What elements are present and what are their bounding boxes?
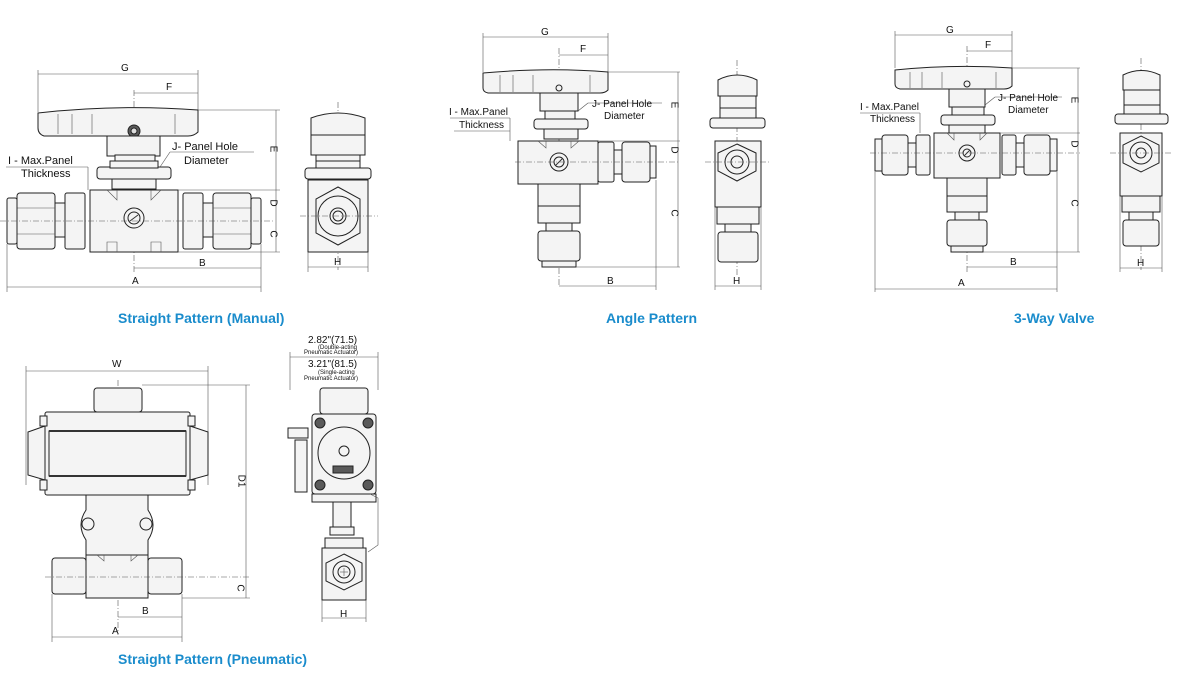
angle-pattern-drawing — [450, 33, 770, 290]
dim-label-e: E — [267, 145, 279, 153]
panel-hole-label: J- Panel Hole — [592, 99, 653, 110]
figure-three-way-valve: G F E D C B A H I - Max.Panel Thickness … — [850, 0, 1200, 340]
panel-thickness-label: I - Max.Panel — [8, 155, 73, 167]
dim-label-h: H — [1137, 258, 1145, 269]
three-way-valve-drawing — [860, 31, 1172, 292]
dim-label-b: B — [1010, 257, 1017, 268]
dim-label-b: B — [142, 606, 149, 617]
dim-label-d: D — [1068, 140, 1080, 148]
dim-label-e: E — [1068, 96, 1080, 104]
caption-angle-pattern: Angle Pattern — [606, 310, 698, 326]
figure-straight-manual: G F E D C B A H I - Max.Panel Thickness … — [0, 0, 400, 340]
double-acting-dimension: 2.82"(71.5) — [308, 335, 358, 346]
dim-label-w: W — [112, 359, 122, 370]
straight-manual-drawing — [0, 70, 378, 292]
dim-label-f: F — [580, 44, 587, 55]
panel-thickness-label: I - Max.Panel — [449, 107, 508, 118]
dim-label-e: E — [668, 101, 680, 109]
dim-label-c: C — [234, 584, 246, 592]
panel-thickness-label-2: Thickness — [21, 168, 71, 180]
dim-label-c: C — [267, 230, 279, 238]
single-acting-dimension: 3.21"(81.5) — [308, 359, 358, 370]
dim-label-b: B — [607, 276, 614, 287]
straight-pneumatic-drawing — [25, 352, 379, 642]
double-acting-note-2: Pneumatic Actuator) — [304, 350, 359, 356]
dim-label-a: A — [958, 278, 965, 289]
panel-thickness-label-2: Thickness — [870, 114, 916, 125]
dim-label-d: D — [267, 199, 279, 207]
figure-straight-pneumatic: W D1 C B A H 2.82"(71.5) (Double-acting … — [0, 330, 420, 678]
panel-thickness-label: I - Max.Panel — [860, 102, 919, 113]
dim-label-g: G — [946, 25, 954, 36]
dim-label-c: C — [668, 209, 680, 217]
caption-three-way-valve: 3-Way Valve — [1014, 310, 1095, 326]
dim-label-f: F — [166, 82, 173, 93]
dim-label-h: H — [334, 257, 342, 268]
dim-label-b: B — [199, 258, 206, 269]
caption-straight-manual: Straight Pattern (Manual) — [118, 310, 285, 326]
panel-hole-label-2: Diameter — [184, 155, 229, 167]
dim-label-a: A — [132, 276, 139, 287]
dim-label-c: C — [1068, 199, 1080, 207]
dim-label-g: G — [121, 63, 129, 74]
panel-hole-label: J- Panel Hole — [998, 93, 1059, 104]
single-acting-note-2: Pneumatic Actuator) — [304, 376, 359, 382]
dim-label-g: G — [541, 27, 549, 38]
dim-label-h: H — [340, 609, 348, 620]
dim-label-f: F — [985, 40, 992, 51]
caption-straight-pneumatic: Straight Pattern (Pneumatic) — [118, 651, 308, 667]
panel-hole-label-2: Diameter — [1008, 105, 1049, 116]
figure-angle-pattern: G F E D C B H I - Max.Panel Thickness J-… — [440, 0, 800, 340]
dim-label-d: D — [668, 146, 680, 154]
double-acting-note: (Double-acting — [318, 345, 358, 351]
dim-label-h: H — [733, 276, 741, 287]
panel-hole-label-2: Diameter — [604, 111, 645, 122]
dim-label-d1: D1 — [235, 474, 247, 488]
panel-thickness-label-2: Thickness — [459, 120, 505, 131]
single-acting-note: (Single-acting — [318, 370, 355, 376]
dim-label-a: A — [112, 626, 119, 637]
panel-hole-label: J- Panel Hole — [172, 141, 239, 153]
